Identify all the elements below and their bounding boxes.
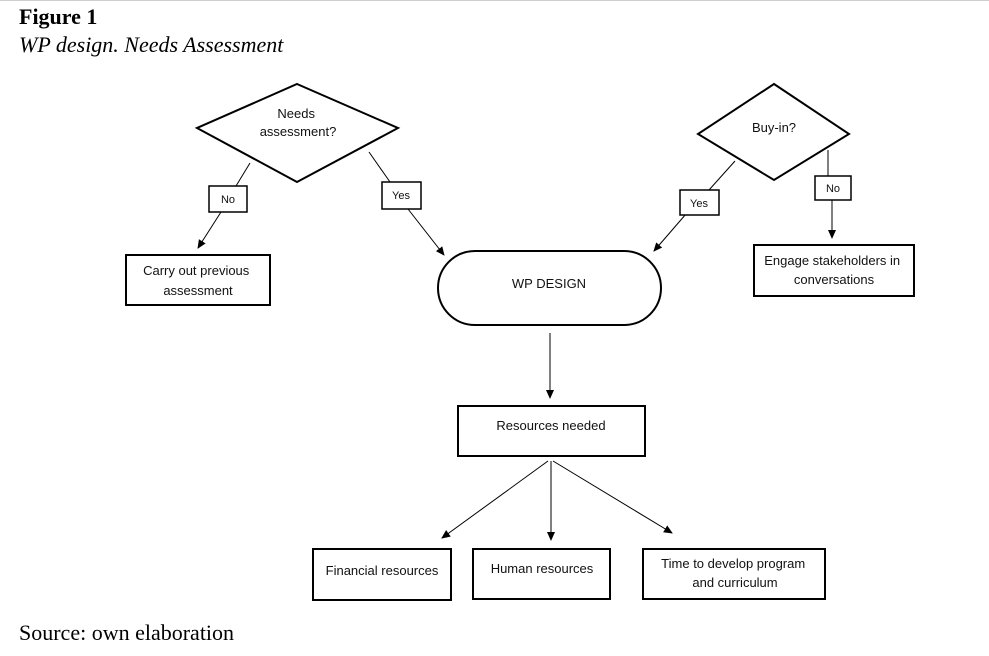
resources-needed-label: Resources needed: [496, 418, 605, 433]
needs-yes-label: Yes: [392, 190, 410, 202]
buy-in-label: Buy-in?: [752, 120, 796, 135]
time-develop-label: Time to develop program and curriculum: [661, 556, 809, 590]
figure-title: WP design. Needs Assessment: [19, 32, 284, 57]
human-resources-label: Human resources: [491, 561, 594, 576]
buyin-yes-label: Yes: [690, 198, 708, 210]
wp-design-terminator: [437, 250, 662, 326]
buyin-no-label-box: [814, 175, 852, 201]
carry-out-box: [125, 254, 271, 306]
buyin-no-label: No: [826, 183, 840, 195]
edge-yes2-to-wp: [653, 213, 687, 252]
financial-resources-box: [312, 548, 452, 601]
edge-needs-to-no: [235, 162, 251, 187]
financial-resources-label: Financial resources: [326, 563, 439, 578]
figure-label: Figure 1: [19, 4, 98, 29]
needs-no-label-box: [208, 185, 248, 213]
edge-buyin-to-yes: [708, 160, 736, 191]
source-note: Source: own elaboration: [19, 620, 235, 645]
engage-box: [753, 244, 915, 297]
needs-assessment-decision: [194, 82, 401, 184]
needs-assessment-label: Needs assessment?: [260, 106, 337, 139]
buy-in-decision: [696, 82, 851, 182]
edge-resources-to-financial: [441, 460, 549, 539]
edge-no-to-carry-out: [197, 211, 222, 249]
edge-yes-to-wp: [407, 208, 445, 256]
wp-design-label: WP DESIGN: [512, 276, 586, 291]
time-develop-box: [642, 548, 826, 600]
buyin-yes-label-box: [679, 189, 720, 216]
needs-yes-label-box: [381, 181, 422, 210]
carry-out-label: Carry out previous assessment: [143, 263, 253, 298]
engage-label: Engage stakeholders in conversations: [764, 253, 904, 287]
edge-resources-to-time: [552, 460, 673, 534]
top-rule: [0, 0, 989, 1]
resources-needed-box: [457, 405, 646, 457]
needs-no-label: No: [221, 194, 235, 206]
edge-needs-to-yes: [368, 151, 391, 183]
human-resources-box: [472, 548, 611, 600]
